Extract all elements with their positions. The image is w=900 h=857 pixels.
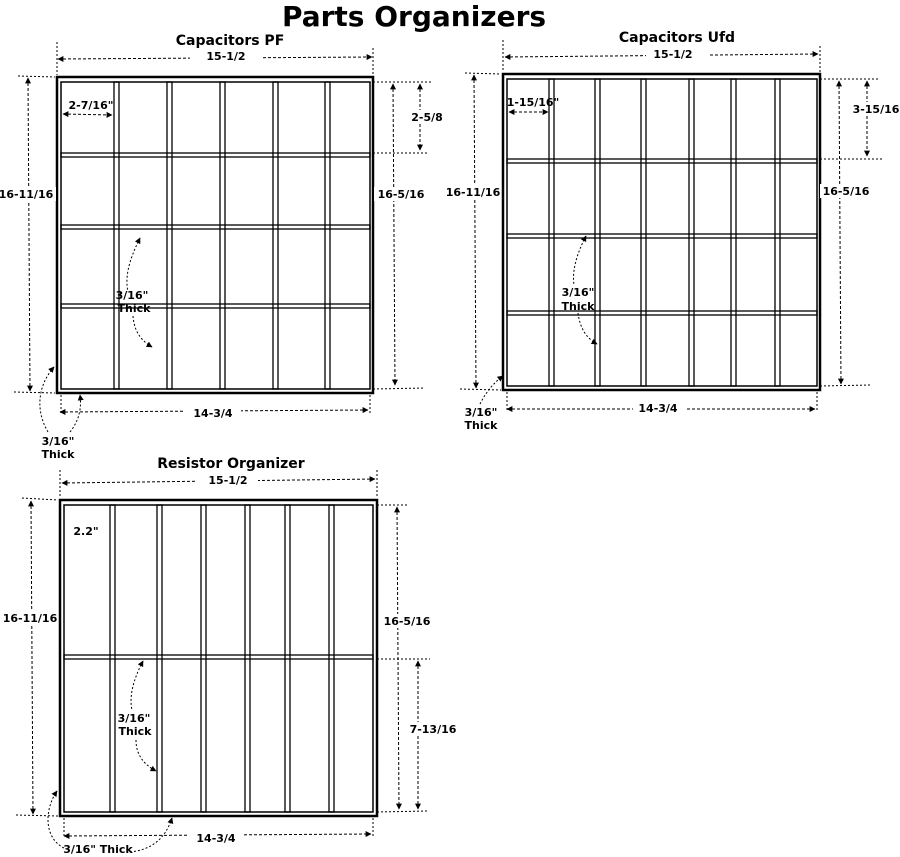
resistor-divider-thick-label: 3/16"	[118, 712, 151, 725]
ufd-title: Capacitors Ufd	[619, 30, 735, 46]
ufd-inner-width-label: 14-3/4	[638, 402, 678, 415]
pf-inner-height-label: 16-5/16	[378, 188, 425, 201]
page-title: Parts Organizers	[281, 0, 547, 33]
resistor-tray	[58, 498, 379, 818]
pf-divider-thick-label-2: Thick	[118, 302, 152, 315]
organizer-capacitors-pf: Capacitors PF	[0, 33, 446, 461]
organizer-capacitors-ufd: Capacitors Ufd	[446, 30, 900, 432]
ufd-row-height-label: 3-15/16	[853, 103, 900, 116]
resistor-outer-width-label: 15-1/2	[208, 474, 247, 487]
ufd-labels: 15-1/2 16-11/16 16-5/16 3-15/16 1-15/16"…	[446, 47, 900, 432]
pf-wall-thick-label-2: Thick	[42, 448, 76, 461]
ufd-divider-thick-label-2: Thick	[562, 300, 596, 313]
ufd-wall-thick-label: 3/16"	[465, 406, 498, 419]
resistor-inner-height-label: 16-5/16	[384, 615, 431, 628]
pf-dimension-lines	[13, 42, 432, 433]
pf-outer-height-label: 16-11/16	[0, 188, 54, 201]
resistor-wall-thick-label: 3/16" Thick	[63, 843, 133, 856]
pf-row-height-label: 2-5/8	[411, 111, 443, 124]
pf-inner-width-label: 14-3/4	[193, 407, 233, 420]
resistor-outer-height-label: 16-11/16	[3, 612, 58, 625]
pf-wall-thick-label: 3/16"	[42, 435, 75, 448]
ufd-wall-thick-label-2: Thick	[465, 419, 499, 432]
resistor-dimension-lines	[15, 470, 430, 853]
resistor-column-width-label: 2.2"	[73, 525, 98, 538]
pf-tray	[55, 75, 375, 395]
ufd-column-width-label: 1-15/16"	[507, 96, 560, 109]
ufd-outer-width-label: 15-1/2	[653, 48, 692, 61]
pf-labels: 15-1/2 16-11/16 16-5/16 2-5/8 2-7/16" 14…	[0, 50, 446, 461]
pf-title: Capacitors PF	[176, 33, 285, 49]
ufd-inner-height-label: 16-5/16	[823, 185, 870, 198]
pf-column-width-label: 2-7/16"	[69, 99, 114, 112]
ufd-dimension-lines	[459, 40, 882, 412]
pf-divider-thick-label: 3/16"	[116, 289, 149, 302]
resistor-labels: 15-1/2 16-11/16 16-5/16 7-13/16 2.2" 14-…	[2, 474, 458, 856]
resistor-lower-height-label: 7-13/16	[410, 723, 457, 736]
ufd-outer-height-label: 16-11/16	[446, 186, 501, 199]
ufd-divider-thick-label: 3/16"	[562, 286, 595, 299]
organizer-resistor: Resistor Organizer	[2, 456, 458, 856]
resistor-title: Resistor Organizer	[157, 456, 305, 472]
ufd-tray	[501, 72, 822, 392]
resistor-inner-width-label: 14-3/4	[196, 832, 236, 845]
resistor-divider-thick-label-2: Thick	[119, 725, 153, 738]
pf-outer-width-label: 15-1/2	[206, 50, 245, 63]
